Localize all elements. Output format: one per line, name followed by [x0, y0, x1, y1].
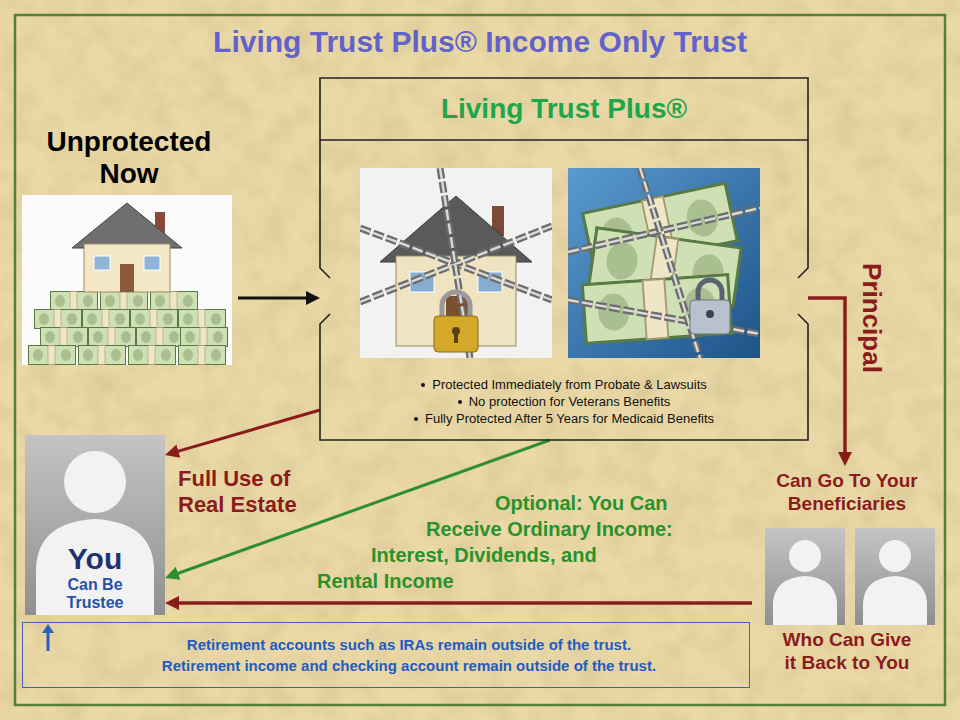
chain — [568, 208, 760, 252]
bullet-row: Fully Protected After 5 Years for Medica… — [414, 410, 714, 427]
edge-label: Principal — [857, 263, 887, 373]
note-line: Retirement accounts such as IRAs remain … — [187, 634, 631, 655]
house-on-money-picture — [41, 328, 88, 347]
pointer-arrow — [42, 624, 54, 633]
note-line: Retirement income and checking account r… — [162, 655, 656, 676]
connector-arrow — [171, 601, 752, 605]
bullet-dot — [421, 383, 425, 387]
padlock — [434, 316, 478, 352]
asset-picture: Unprotected Now — [20, 122, 238, 370]
chain — [568, 300, 760, 334]
person-role: Can Be Trustee — [55, 576, 135, 612]
house-on-money-picture — [131, 310, 178, 329]
house-on-money-picture — [120, 264, 134, 292]
person-silhouette — [64, 451, 126, 513]
house-on-money-picture — [84, 244, 170, 292]
edge-label: Optional: You Can Receive Ordinary Incom… — [317, 492, 673, 592]
beneficiary-silhouette — [765, 528, 935, 625]
person-silhouette — [25, 435, 165, 615]
connector-arrow — [808, 298, 845, 460]
house-on-money-picture — [151, 292, 198, 311]
house-on-money-picture — [144, 256, 160, 270]
connectors — [171, 298, 845, 603]
beneficiary-silhouette — [789, 540, 821, 572]
chained-house-photo — [360, 168, 552, 358]
group-note: Who Can Give it Back to You — [778, 628, 917, 674]
beneficiary-silhouette — [855, 528, 935, 625]
chained-house-photo — [360, 168, 552, 358]
house-on-money-picture — [51, 292, 98, 311]
house-on-money-picture — [83, 310, 130, 329]
padlock — [698, 280, 722, 302]
house-on-money-picture — [29, 346, 76, 365]
house-on-money-picture — [94, 256, 110, 270]
house-on-money-picture — [181, 328, 228, 347]
beneficiary-silhouette — [765, 528, 845, 625]
pointer-arrow — [47, 631, 50, 651]
bullet-dot — [414, 417, 418, 421]
chain — [568, 208, 760, 252]
bullet-dot — [458, 400, 462, 404]
beneficiary-silhouette — [773, 576, 837, 625]
padlock — [690, 300, 730, 334]
house-on-money-picture — [22, 195, 232, 365]
padlock — [442, 292, 470, 318]
bullet-note: Fully Protected After 5 Years for Medica… — [425, 410, 714, 427]
house-on-money-picture — [129, 346, 176, 365]
edge-label-box: Principal — [857, 263, 887, 373]
person-figure: YouCan Be Trustee — [25, 435, 165, 615]
house-on-money-picture — [101, 292, 148, 311]
house-on-money-picture — [89, 328, 136, 347]
bullet-note: No protection for Veterans Benefits — [469, 393, 671, 410]
picture-heading: Unprotected Now — [29, 126, 229, 190]
trust-heading: Living Trust Plus® — [320, 78, 808, 140]
trust-outline — [320, 78, 808, 440]
trust-box: Living Trust Plus® Protected Immediately … — [320, 78, 808, 440]
group-heading: Can Go To Your Beneficiaries — [754, 469, 940, 515]
connector-arrow — [171, 410, 320, 453]
house-on-money-picture — [35, 310, 82, 329]
chain — [568, 168, 760, 358]
padlock — [706, 310, 714, 318]
house-on-money-picture — [79, 346, 126, 365]
chained-money-photo — [568, 168, 760, 358]
edge-label: Full Use of Real Estate — [178, 466, 297, 517]
bullet-row: Protected Immediately from Probate & Law… — [421, 376, 707, 393]
title-band: Living Trust Plus® Income Only Trust — [0, 24, 960, 60]
house-on-money-picture — [179, 346, 226, 365]
person-silhouette — [25, 435, 165, 615]
house-on-money-picture — [72, 203, 182, 248]
connector-arrow — [238, 297, 314, 300]
edge-label-box: Full Use of Real Estate — [178, 466, 328, 518]
person-name: You — [68, 542, 122, 576]
chain — [568, 300, 760, 334]
padlock — [454, 333, 458, 343]
pointer-arrow — [42, 624, 54, 651]
bullet-note: Protected Immediately from Probate & Law… — [432, 376, 707, 393]
house-on-money-picture — [137, 328, 184, 347]
edge-label-box: Optional: You Can Receive Ordinary Incom… — [250, 490, 741, 600]
house-on-money-picture — [179, 310, 226, 329]
beneficiary-group: Can Go To Your BeneficiariesWho Can Give… — [752, 466, 942, 678]
beneficiary-silhouette — [879, 540, 911, 572]
diagram-title: Living Trust Plus® Income Only Trust — [0, 24, 960, 60]
note-box: Retirement accounts such as IRAs remain … — [22, 622, 750, 688]
page-frame — [15, 15, 945, 705]
person-silhouette — [36, 519, 154, 615]
chained-money-photo — [568, 168, 760, 358]
house-on-money-picture — [22, 195, 232, 365]
bullet-row: No protection for Veterans Benefits — [458, 393, 671, 410]
chain — [360, 168, 552, 358]
beneficiary-silhouette — [863, 576, 927, 625]
